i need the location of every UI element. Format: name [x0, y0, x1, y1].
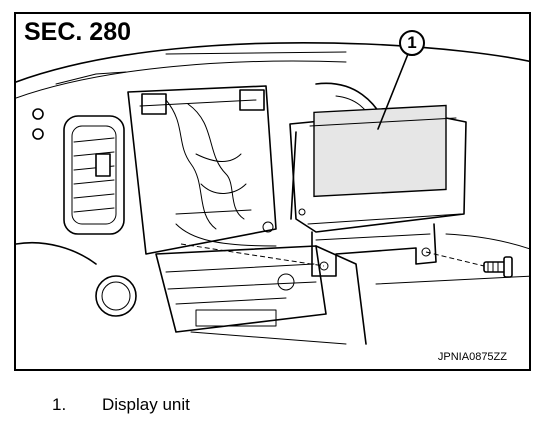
diagram-frame: SEC. 280 1 JPNIA0875ZZ — [14, 12, 531, 371]
display-unit — [289, 104, 467, 277]
console-opening — [127, 85, 277, 255]
lower-console — [155, 221, 367, 345]
legend-number: 1. — [52, 395, 67, 414]
figure-id: JPNIA0875ZZ — [437, 351, 507, 363]
legend-item: 1. Display unit — [52, 395, 190, 415]
dashboard-illustration — [16, 41, 529, 345]
callout-number: 1 — [399, 30, 425, 56]
screw — [483, 256, 513, 278]
air-vent-left — [63, 115, 125, 235]
section-label: SEC. 280 — [24, 18, 135, 47]
hazard-knob — [95, 275, 137, 317]
legend-text: Display unit — [102, 395, 190, 414]
